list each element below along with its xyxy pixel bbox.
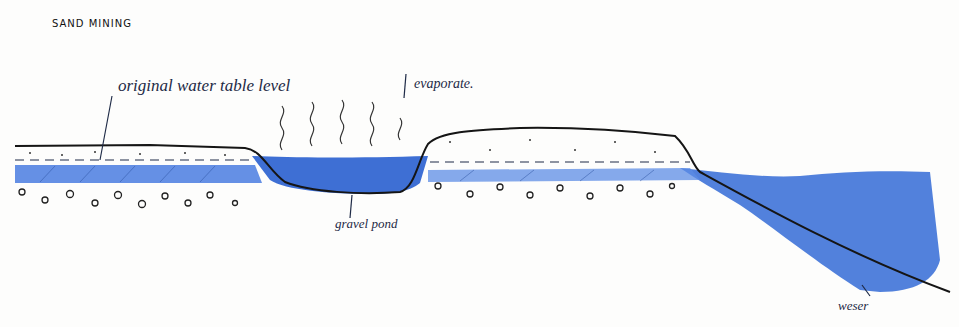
sand-dots bbox=[29, 139, 656, 156]
leader-line bbox=[100, 74, 870, 296]
groundwater-band bbox=[15, 165, 262, 183]
evaporation-waves bbox=[280, 100, 401, 150]
ground-surface bbox=[15, 128, 950, 292]
annotation-label: gravel pond bbox=[335, 216, 397, 232]
annotation-label: weser bbox=[838, 298, 868, 314]
diagram-title: SAND MINING bbox=[52, 18, 132, 29]
soil-hatching bbox=[40, 166, 654, 182]
water-table-line bbox=[15, 160, 690, 162]
annotation-label: evaporate. bbox=[414, 76, 473, 92]
gravel bbox=[19, 183, 675, 208]
annotation-label: original water table level bbox=[118, 76, 290, 96]
groundwater-band bbox=[428, 168, 700, 182]
